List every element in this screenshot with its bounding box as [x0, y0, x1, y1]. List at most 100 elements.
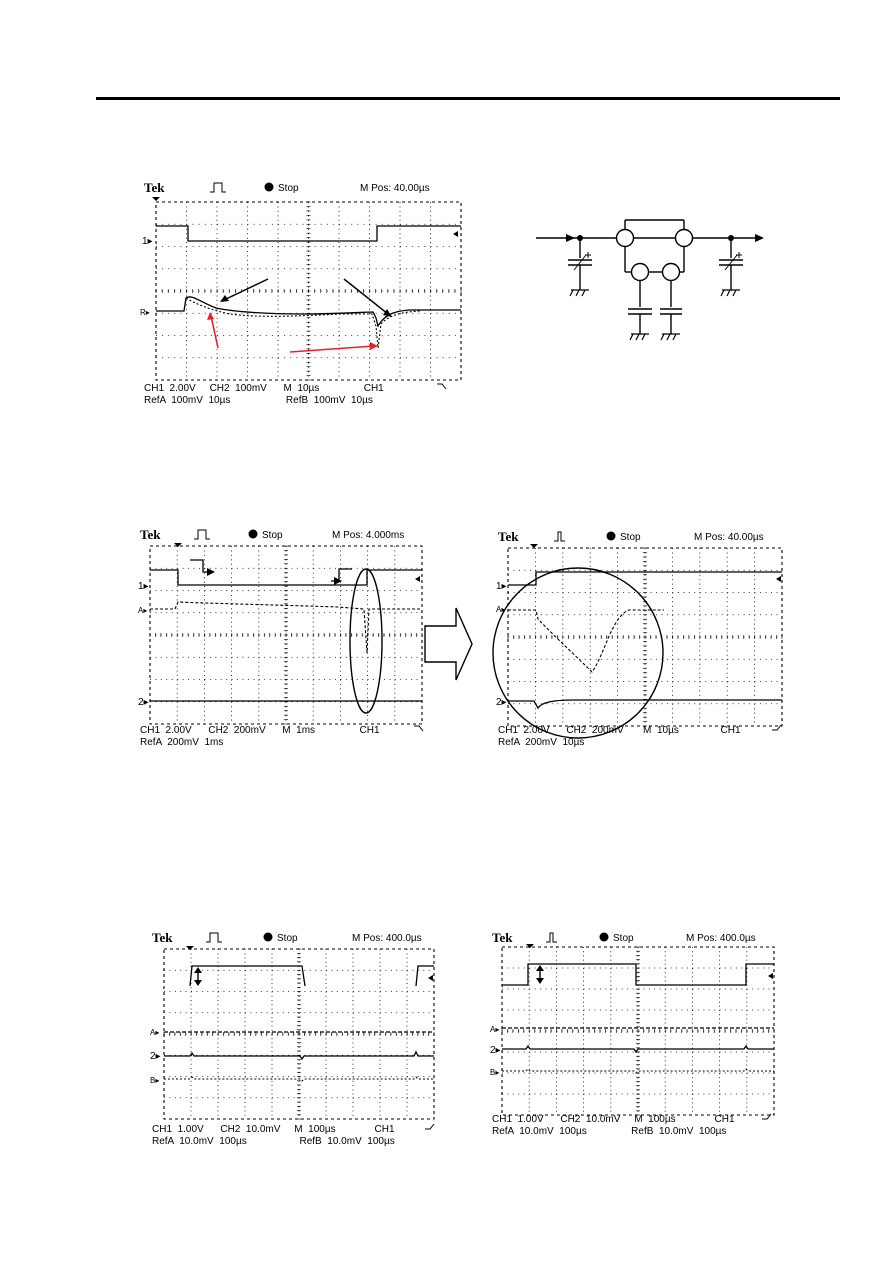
scope-footer: RefA 10.0mV 100µs RefB 10.0mV 100µs: [152, 1136, 395, 1147]
graticule: [501, 946, 775, 1116]
scope-mpos: M Pos: 4.000ms: [332, 530, 404, 541]
amplitude-arrow-icon: [194, 967, 202, 986]
trigger-level-icon: [776, 576, 781, 582]
channel-marker: A▸: [138, 606, 147, 615]
ch2-trace: [502, 1044, 774, 1054]
trigger-position-icon: [152, 197, 160, 201]
scope-mpos: M Pos: 400.0µs: [686, 933, 756, 944]
scope-footer: RefA 100mV 10µs RefB 100mV 10µs: [144, 395, 373, 406]
trigger-slope-icon: [762, 1113, 772, 1120]
scope-brand: Tek: [140, 527, 161, 542]
stop-indicator-icon: [263, 932, 273, 942]
graticule: [149, 545, 423, 725]
oscilloscope-capture-5: Tek Stop M Pos: 400.0µs A▸ 2▸ B▸ CH1 1.0…: [490, 928, 780, 1140]
graticule: [163, 948, 435, 1120]
scope-mpos: M Pos: 40.00µs: [360, 183, 430, 194]
scope-brand: Tek: [144, 180, 165, 195]
graticule: [507, 547, 783, 727]
channel-marker: R▸: [140, 308, 150, 317]
arrowhead-icon: [207, 312, 214, 320]
trigger-level-icon: [453, 231, 458, 237]
oscilloscope-capture-2: Tek Stop M Pos: 4.000ms 1▸ A▸ 2▸ CH1 2.0…: [138, 523, 433, 763]
trigger-level-icon: [428, 975, 433, 981]
channel-marker: B▸: [150, 1076, 159, 1085]
ground-icon: [569, 289, 740, 341]
channel-marker: 2▸: [496, 697, 507, 708]
arrowhead-icon: [370, 342, 378, 350]
arrowhead-icon: [220, 295, 229, 302]
scope-footer: RefA 200mV 1ms: [140, 737, 223, 748]
scope-2-svg: Tek Stop M Pos: 4.000ms 1▸ A▸ 2▸ CH1 2.0…: [138, 527, 424, 748]
channel-marker: A▸: [490, 1025, 499, 1034]
channel-marker: 2▸: [138, 697, 149, 708]
trigger-position-icon: [526, 944, 534, 948]
scope-footer: CH1 1.00V CH2 10.0mV M 100µs CH1: [152, 1124, 395, 1135]
channel-marker: B▸: [490, 1068, 499, 1077]
scope-1-svg: Tek Stop M Pos: 40.00µs 1▸ R▸ CH1 2.00V …: [140, 180, 462, 406]
reference-trace: [185, 297, 421, 349]
annotation-arrow-red: [210, 315, 219, 349]
ch2-trace: [164, 1050, 434, 1061]
arrowhead-icon: [207, 568, 215, 576]
trigger-position-icon: [174, 543, 182, 547]
annotation-arrow: [223, 278, 269, 301]
trigger-position-icon: [186, 946, 194, 950]
ch1-trace: [189, 965, 434, 987]
ch2-trace: [156, 296, 461, 328]
scope-5-svg: Tek Stop M Pos: 400.0µs A▸ 2▸ B▸ CH1 1.0…: [490, 930, 775, 1137]
annotation-arrow-red: [289, 345, 375, 353]
scope-4-svg: Tek Stop M Pos: 400.0µs A▸ 2▸ B▸ CH1 1.0…: [150, 930, 435, 1147]
ch1-trace: [150, 569, 422, 586]
annotation-arrow: [343, 278, 389, 315]
channel-marker: 2▸: [490, 1045, 501, 1056]
reference-trace: [150, 601, 422, 654]
trigger-pulse-icon: [194, 529, 210, 540]
reference-trace: [508, 609, 664, 673]
reference-b-trace: [164, 1076, 434, 1082]
scope-footer: CH1 1.00V CH2 10.0mV M 100µs CH1: [492, 1114, 735, 1125]
stop-indicator-icon: [606, 531, 616, 541]
scope-footer: RefA 10.0mV 100µs RefB 10.0mV 100µs: [492, 1126, 726, 1137]
trigger-pulse-icon: [546, 932, 557, 943]
trigger-pulse-icon: [206, 932, 222, 943]
scope-footer: CH1 2.00V CH2 100mV M 10µs CH1: [144, 383, 384, 394]
arrowhead-icon: [334, 577, 342, 585]
arrowhead-icon: [383, 309, 392, 317]
reference-b-trace: [502, 1068, 774, 1074]
input-arrow-icon: [566, 234, 575, 242]
stop-indicator-icon: [248, 529, 258, 539]
scope-footer: CH1 2.00V CH2 200mV M 1ms CH1: [140, 725, 380, 736]
trigger-position-icon: [530, 544, 538, 548]
ch1-trace: [156, 225, 461, 242]
channel-marker: A▸: [496, 605, 505, 614]
scope-state: Stop: [262, 530, 283, 541]
scope-3-svg: Tek Stop M Pos: 40.00µs 1▸ A▸ 2▸ CH1 2.0…: [492, 529, 783, 748]
trigger-level-icon: [415, 576, 420, 582]
scope-footer: RefA 200mV 10µs: [498, 737, 584, 748]
scope-brand: Tek: [152, 930, 173, 945]
scope-state: Stop: [613, 933, 634, 944]
channel-marker: A▸: [150, 1028, 159, 1037]
scope-mpos: M Pos: 40.00µs: [694, 532, 764, 543]
circuit-diagram: [530, 212, 770, 352]
scope-state: Stop: [620, 532, 641, 543]
scope-state: Stop: [277, 933, 298, 944]
stop-indicator-icon: [264, 182, 274, 192]
trigger-slope-icon: [414, 725, 424, 732]
circuit-node-icon: [615, 228, 694, 282]
oscilloscope-capture-3: Tek Stop M Pos: 40.00µs 1▸ A▸ 2▸ CH1 2.0…: [492, 526, 790, 756]
scope-brand: Tek: [498, 529, 519, 544]
trigger-slope-icon: [425, 1123, 435, 1130]
channel-marker: 1▸: [138, 581, 149, 592]
channel-marker: 1▸: [142, 236, 153, 247]
output-arrow-icon: [755, 234, 764, 242]
trigger-level-icon: [768, 973, 773, 979]
ch1-trace: [502, 963, 774, 986]
channel-marker: 2▸: [150, 1051, 161, 1062]
header-rule: [96, 97, 840, 100]
scope-state: Stop: [278, 183, 299, 194]
graticule: [155, 201, 462, 381]
zoom-arrow-icon: [424, 606, 474, 687]
ch2-trace: [508, 699, 782, 710]
trigger-slope-icon: [772, 724, 782, 731]
